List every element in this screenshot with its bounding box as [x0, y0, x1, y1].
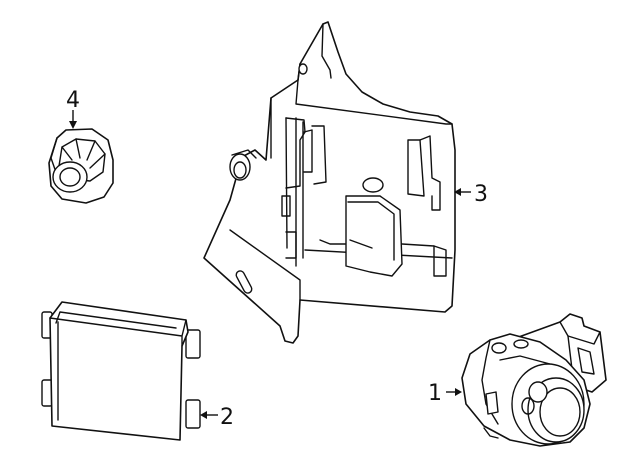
callout-1-arrowhead	[455, 388, 462, 396]
part-4-nut	[48, 128, 114, 204]
callout-1-label: 1	[428, 381, 442, 406]
callout-2: 2	[200, 405, 234, 430]
part-2-module	[41, 301, 201, 441]
callout-3-arrowhead	[454, 188, 461, 196]
callout-4-arrowhead	[69, 121, 77, 129]
callout-1: 1	[428, 381, 462, 406]
callout-2-arrowhead	[200, 411, 207, 419]
part-3-bracket	[203, 21, 456, 344]
part-1-sensor	[461, 313, 607, 447]
callout-2-label: 2	[220, 405, 234, 430]
callout-3: 3	[454, 182, 488, 207]
callout-3-label: 3	[474, 182, 488, 207]
callout-4-label: 4	[66, 88, 80, 113]
callout-4: 4	[66, 88, 80, 129]
